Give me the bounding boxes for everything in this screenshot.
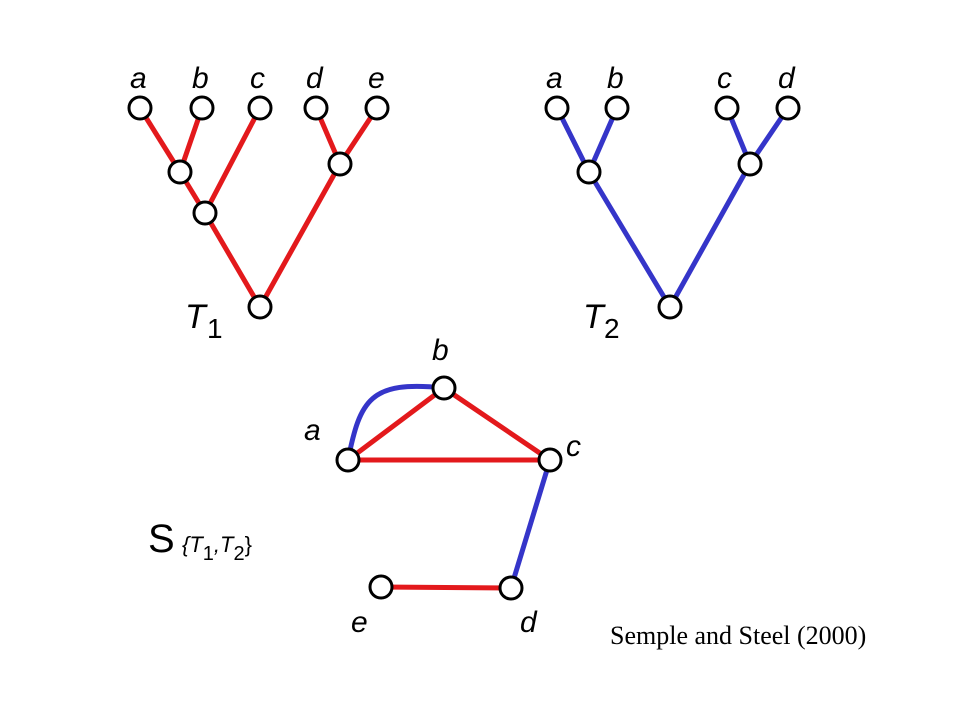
t2-leaf-label-b: b — [607, 62, 624, 95]
t2-leaf-d-node — [775, 95, 801, 121]
t2-leaf-label-a: a — [546, 62, 563, 95]
graph-title: S — [148, 517, 175, 561]
graph-sub-part-0: {T — [182, 532, 204, 557]
tree-t1-nodes — [127, 95, 390, 320]
t1-leaf-label-b: b — [192, 62, 209, 95]
t1-internal-de — [327, 151, 353, 177]
t1-leaf-label-d: d — [306, 62, 324, 95]
tree-t2-edges — [554, 105, 791, 310]
graph-label-e: e — [351, 606, 368, 639]
t2-title: T — [583, 298, 606, 336]
t1-leaf-label-a: a — [130, 62, 147, 95]
t1-root — [247, 294, 273, 320]
graph-title-symbol: S — [148, 517, 175, 561]
graph-title-subscript: {T1,T2} — [182, 532, 252, 565]
t1-edge-a — [137, 105, 183, 175]
graph-edges — [345, 383, 553, 591]
t2-edge-ab-root — [586, 169, 673, 310]
t1-leaf-label-c: c — [250, 62, 265, 95]
t1-leaf-label-e: e — [368, 62, 385, 95]
graph-sub-part-2: ,T — [214, 532, 235, 557]
t2-leaf-a-node — [544, 95, 570, 121]
graph-edge-blue-a-b — [345, 383, 447, 463]
graph-node-d — [498, 575, 524, 601]
t2-internal-cd — [737, 151, 763, 177]
t1-title: T — [185, 298, 208, 336]
t1-leaf-a-node — [127, 95, 153, 121]
t1-edge-abc — [202, 210, 263, 310]
t2-title-subscript: 2 — [604, 313, 620, 344]
t1-edge-c — [202, 105, 263, 216]
graph-node-e — [368, 574, 394, 600]
graph-node-a — [335, 447, 361, 473]
tree-t1-edges — [137, 105, 380, 310]
graph-edge-blue-c-d — [508, 457, 553, 591]
t1-title-subscript: 1 — [207, 313, 223, 344]
t2-leaf-label-d: d — [778, 62, 796, 95]
graph-sub-part-1: 1 — [203, 543, 214, 565]
tree-t1: a b c d e T 1 — [127, 62, 390, 344]
graph-nodes — [335, 375, 563, 601]
t2-leaf-c-node — [714, 95, 740, 121]
tree-t2: a b c d T 2 — [544, 62, 801, 344]
t2-leaf-b-node — [604, 95, 630, 121]
t2-leaf-label-c: c — [717, 62, 732, 95]
t2-internal-ab — [576, 159, 602, 185]
t1-internal-ab — [167, 159, 193, 185]
graph-label-d: d — [520, 606, 538, 639]
graph-node-b — [431, 375, 457, 401]
citation: Semple and Steel (2000) — [610, 621, 866, 650]
graph-edge-red-e-d — [378, 584, 514, 591]
t2-edge-cd-root — [667, 161, 753, 310]
t1-leaf-d-node — [303, 95, 329, 121]
graph-label-b: b — [432, 334, 449, 367]
t1-leaf-b-node — [189, 95, 215, 121]
tree-t2-nodes — [544, 95, 801, 320]
graph-node-c — [537, 447, 563, 473]
t1-leaf-c-node — [247, 95, 273, 121]
t1-leaf-e-node — [364, 95, 390, 121]
graph-label-a: a — [304, 414, 321, 447]
graph-edge-red-b-c — [441, 385, 553, 463]
graph-label-c: c — [566, 430, 581, 463]
t2-root — [657, 294, 683, 320]
graph-edge-red-a-b — [345, 385, 447, 463]
t1-edge-de — [257, 161, 343, 310]
graph-sub-part-4: } — [245, 532, 252, 557]
t1-internal-abc — [192, 200, 218, 226]
graph-sub-part-3: 2 — [233, 543, 244, 565]
graph-s: a b c d e S {T1,T2} — [148, 334, 581, 639]
